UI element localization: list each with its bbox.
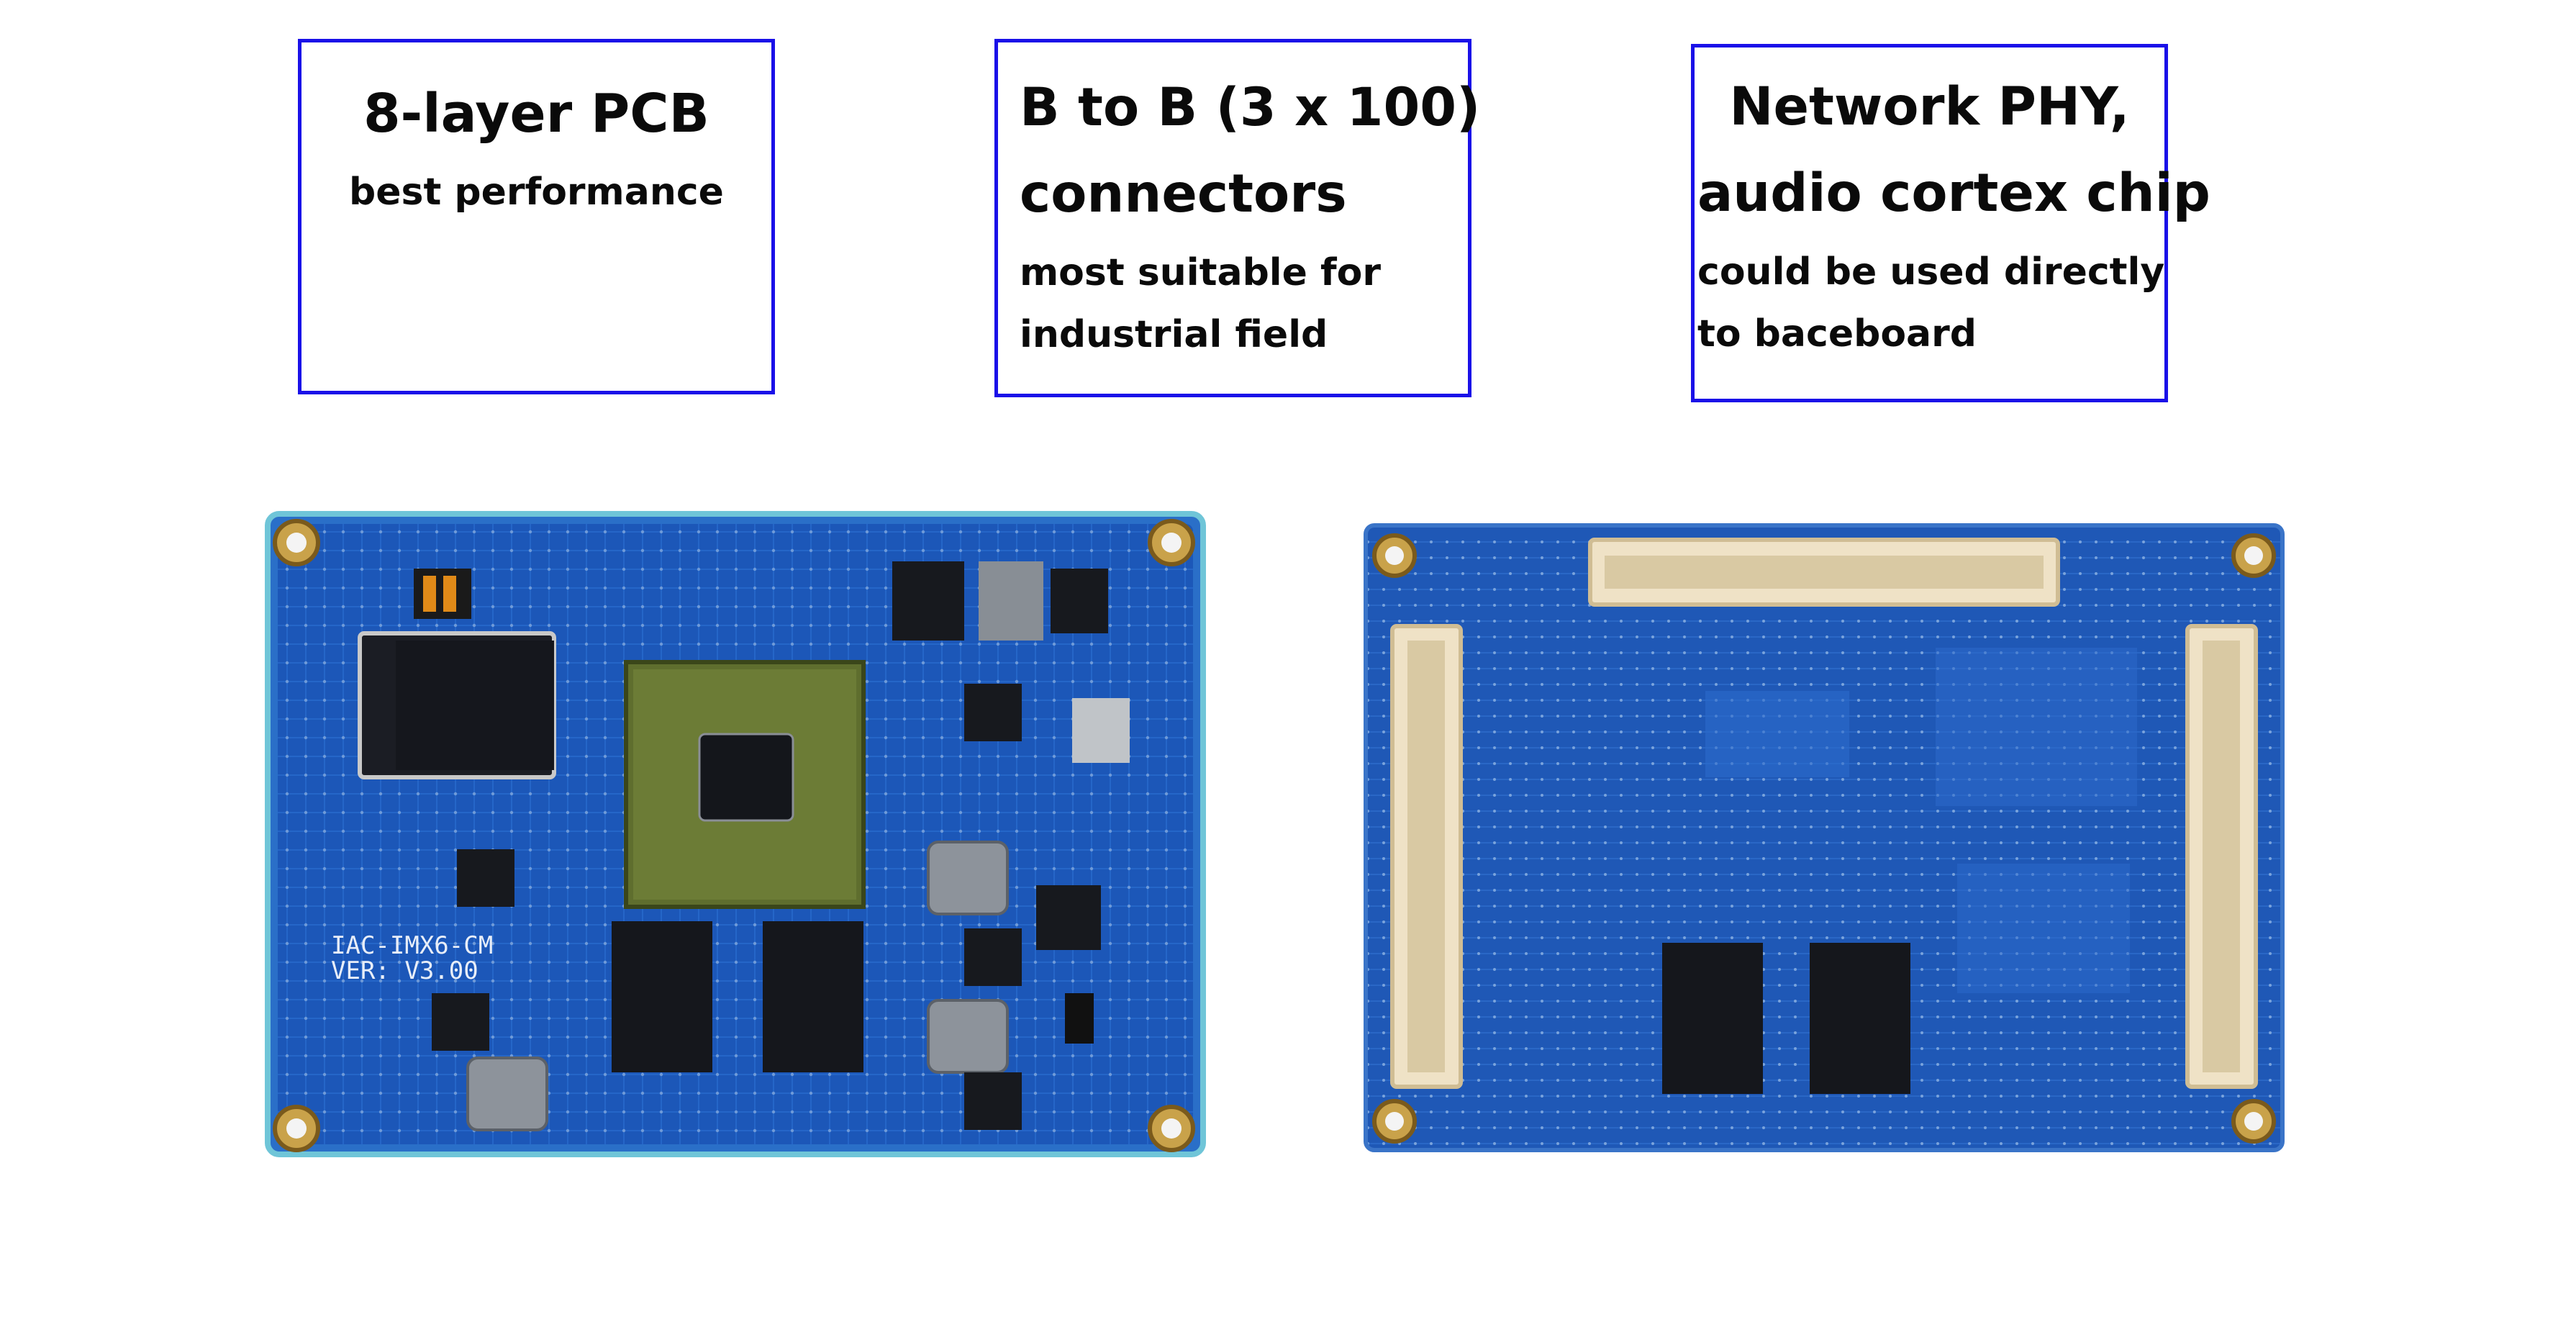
feature-box-network-phy: Network PHY, audio cortex chip could be … [1691, 44, 2210, 402]
feature-subtitle-line-2: to baceboard [1697, 312, 1977, 356]
front-board-model-label: IAC-IMX6-CM [331, 931, 493, 960]
feature-subtitle-line-1: could be used directly [1697, 250, 2165, 294]
feature-title: 8-layer PCB [363, 83, 709, 145]
board-back-photo [1360, 518, 2288, 1159]
feature-subtitle: best performance [349, 171, 724, 214]
feature-subtitle-line-2: industrial field [1020, 313, 1328, 356]
front-board-version-label: VER: V3.00 [331, 956, 479, 985]
feature-title-line-2: audio cortex chip [1697, 163, 2210, 224]
board-front-photo: IAC-IMX6-CM VER: V3.00 [259, 504, 1223, 1166]
feature-title-line-1: B to B (3 x 100) [1020, 77, 1481, 138]
feature-box-b2b-connectors: B to B (3 x 100) connectors most suitabl… [994, 39, 1480, 397]
feature-box-8-layer-pcb: 8-layer PCB best performance [298, 39, 775, 394]
feature-title-line-1: Network PHY, [1729, 76, 2130, 137]
feature-subtitle-line-1: most suitable for [1020, 251, 1381, 294]
feature-title-line-2: connectors [1020, 163, 1347, 225]
